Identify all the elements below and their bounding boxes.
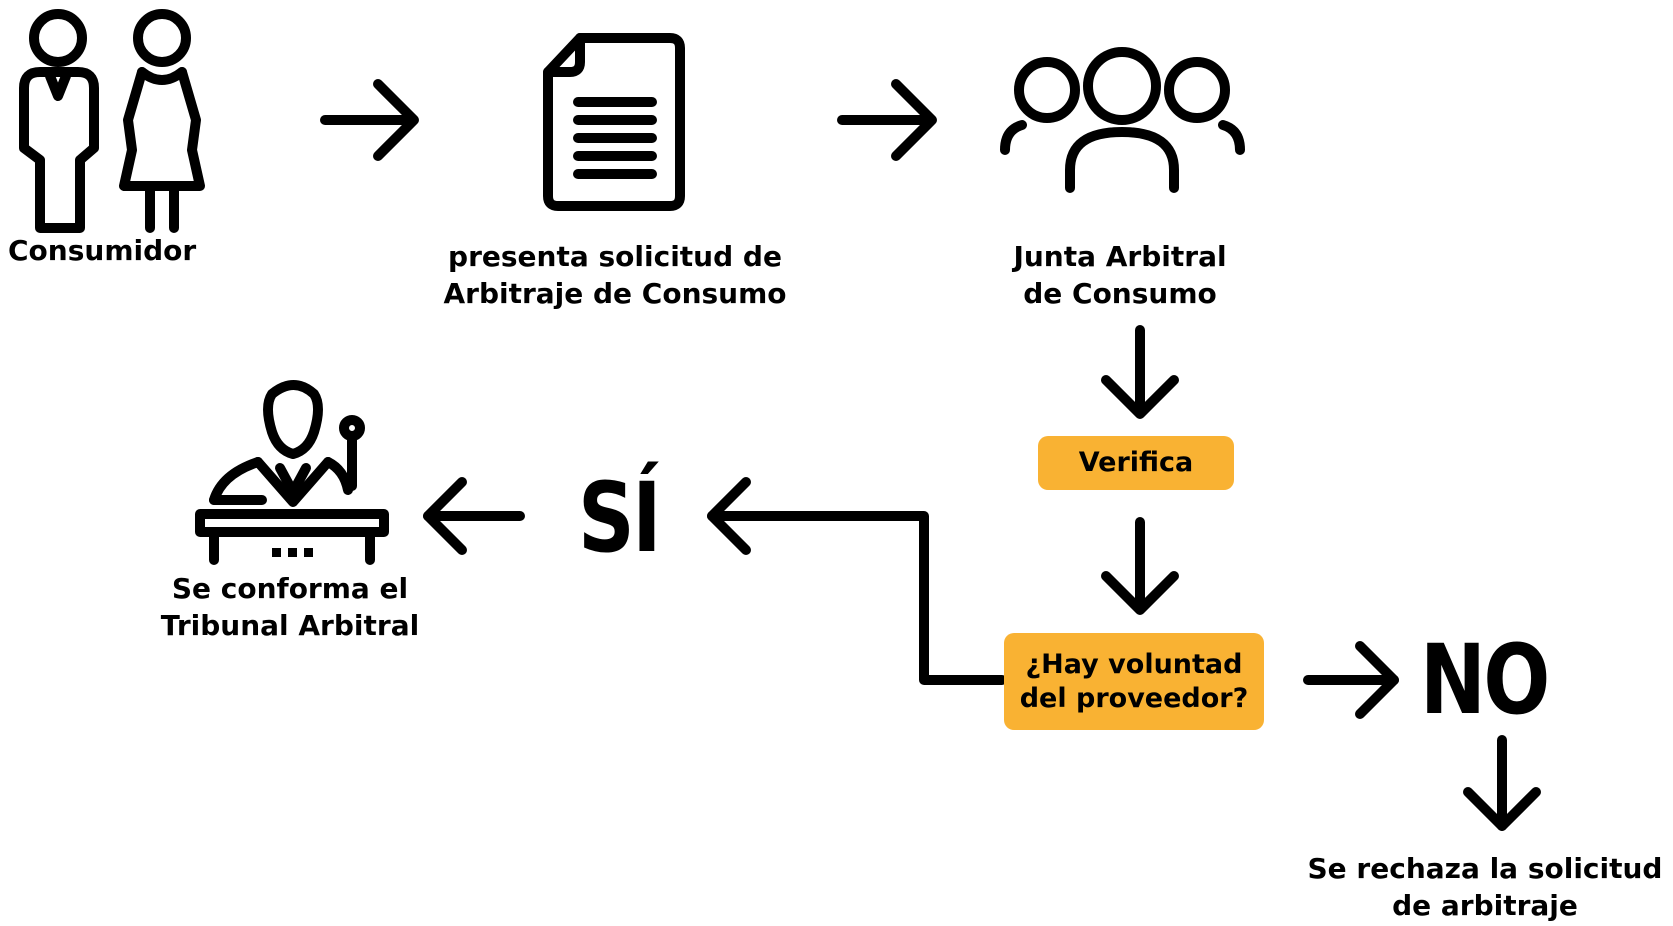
voluntad-label-line2: del proveedor?	[1019, 682, 1249, 714]
solicitud-label: presenta solicitud de Arbitraje de Consu…	[430, 238, 800, 312]
arrow-solicitud-to-junta	[837, 79, 937, 161]
rechazo-label: Se rechaza la solicitud de arbitraje	[1300, 850, 1670, 924]
consumidor-label: Consumidor	[8, 234, 197, 267]
arrow-junta-to-verifica	[1101, 325, 1179, 419]
ellipsis-dots	[272, 548, 313, 557]
voluntad-box: ¿Hay voluntad del proveedor?	[1004, 633, 1264, 730]
couple-icon	[19, 9, 205, 233]
arrow-no-to-rechazo	[1463, 735, 1541, 831]
arrow-si-to-tribunal	[423, 477, 525, 555]
arrow-voluntad-to-no	[1303, 641, 1399, 719]
solicitud-label-line1: presenta solicitud de	[448, 240, 782, 273]
voluntad-label-line1: ¿Hay voluntad	[1025, 648, 1243, 680]
tribunal-label-line1: Se conforma el	[171, 572, 409, 605]
judge-icon	[195, 380, 389, 565]
rechazo-label-line2: de arbitraje	[1392, 889, 1578, 922]
si-label: SÍ	[578, 462, 662, 574]
tribunal-label-line2: Tribunal Arbitral	[160, 609, 420, 642]
rechazo-label-line1: Se rechaza la solicitud	[1307, 852, 1663, 885]
document-icon	[543, 33, 685, 211]
junta-label: Junta Arbitral de Consumo	[980, 238, 1260, 312]
arrow-consumidor-to-solicitud	[320, 79, 419, 161]
group-icon	[1000, 47, 1245, 193]
no-label: NO	[1420, 624, 1550, 736]
arrow-voluntad-to-si	[707, 477, 1007, 685]
verifica-label: Verifica	[1078, 447, 1194, 478]
solicitud-label-line2: Arbitraje de Consumo	[443, 277, 787, 310]
junta-label-line1: Junta Arbitral	[1013, 240, 1227, 273]
junta-label-line2: de Consumo	[1023, 277, 1217, 310]
verifica-box: Verifica	[1038, 436, 1234, 490]
tribunal-label: Se conforma el Tribunal Arbitral	[150, 570, 430, 644]
arrow-verifica-to-voluntad	[1101, 517, 1179, 615]
